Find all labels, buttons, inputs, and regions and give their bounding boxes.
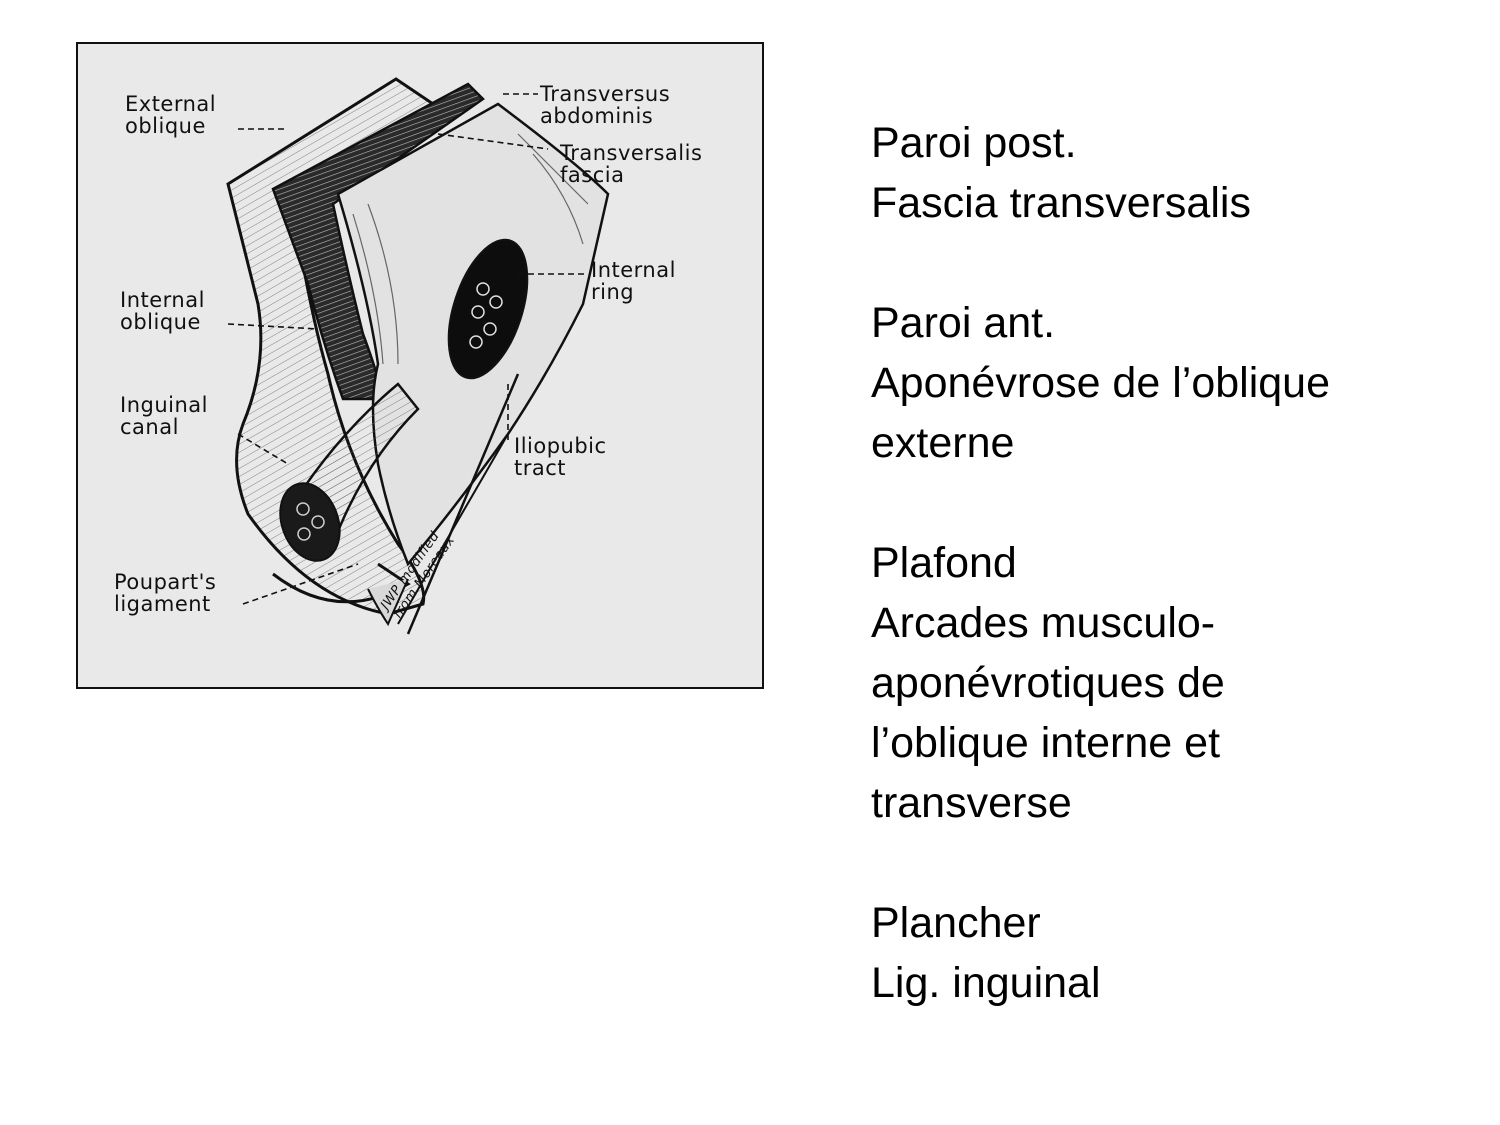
anterior-wall-text: externe [871,419,1015,467]
cord-cross-section [279,482,341,562]
label-external-oblique: External oblique [125,92,217,138]
anterior-wall-text: Aponévrose de l’oblique [871,359,1330,407]
label-iliopubic-tract: Iliopubic tract [514,434,607,480]
label-inguinal-canal: Inguinal canal [120,393,208,439]
notes-panel: Paroi post. Fascia transversalis Paroi a… [871,113,1471,1013]
roof-text: l’oblique interne et [871,719,1221,767]
label-transversalis-fascia: Transversalis fascia [560,141,703,187]
label-internal-ring: Internal ring [591,258,676,304]
roof-title: Plafond [871,539,1017,587]
posterior-wall-text: Fascia transversalis [871,179,1251,227]
posterior-wall-title: Paroi post. [871,119,1077,167]
spacer [871,473,1471,533]
spacer [871,233,1471,293]
inguinal-canal-drawing [226,77,610,635]
roof-text: transverse [871,779,1072,827]
leader-lines [227,93,588,605]
internal-oblique-layer [271,82,485,401]
label-internal-oblique: Internal oblique [120,288,205,334]
spacer [871,833,1471,893]
roof-text: aponévrotiques de [871,659,1225,707]
anatomy-figure: External oblique Transversus abdominis T… [76,42,764,689]
roof-text: Arcades musculo- [871,599,1216,647]
floor-title: Plancher [871,899,1041,947]
label-transversus-abdominis: Transversus abdominis [540,82,671,128]
floor-text: Lig. inguinal [871,959,1101,1007]
anterior-wall-title: Paroi ant. [871,299,1056,347]
internal-ring [447,238,529,380]
label-pouparts-ligament: Poupart's ligament [114,570,217,616]
